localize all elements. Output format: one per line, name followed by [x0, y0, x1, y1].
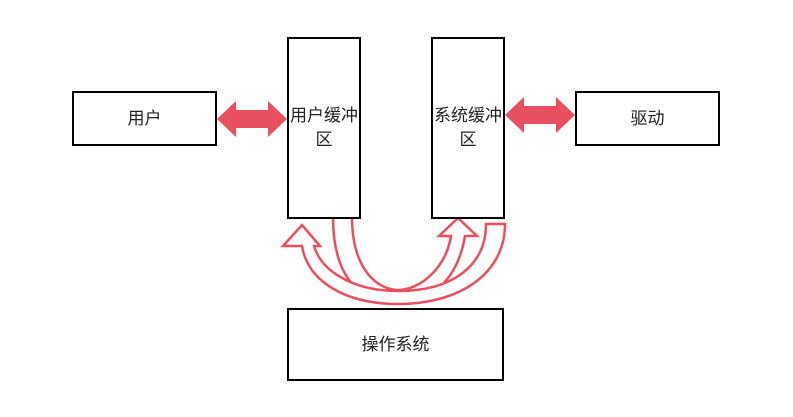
- sbuf-driver-double-arrow: [505, 97, 575, 133]
- system-buffer-node: 系统缓冲区: [431, 37, 505, 219]
- user-node-label: 用户: [127, 108, 162, 129]
- driver-node: 驱动: [575, 91, 720, 146]
- sbuf-to-ubuf-curved-arrow: [280, 222, 507, 306]
- user-buffer-node: 用户缓冲区: [287, 37, 361, 219]
- system-buffer-node-label: 系统缓冲区: [434, 106, 502, 150]
- os-node: 操作系统: [287, 308, 504, 381]
- user-ubuf-double-arrow: [217, 101, 287, 137]
- user-node: 用户: [72, 91, 217, 146]
- user-buffer-node-label: 用户缓冲区: [290, 106, 358, 150]
- driver-node-label: 驱动: [630, 108, 665, 129]
- os-node-label: 操作系统: [361, 334, 430, 355]
